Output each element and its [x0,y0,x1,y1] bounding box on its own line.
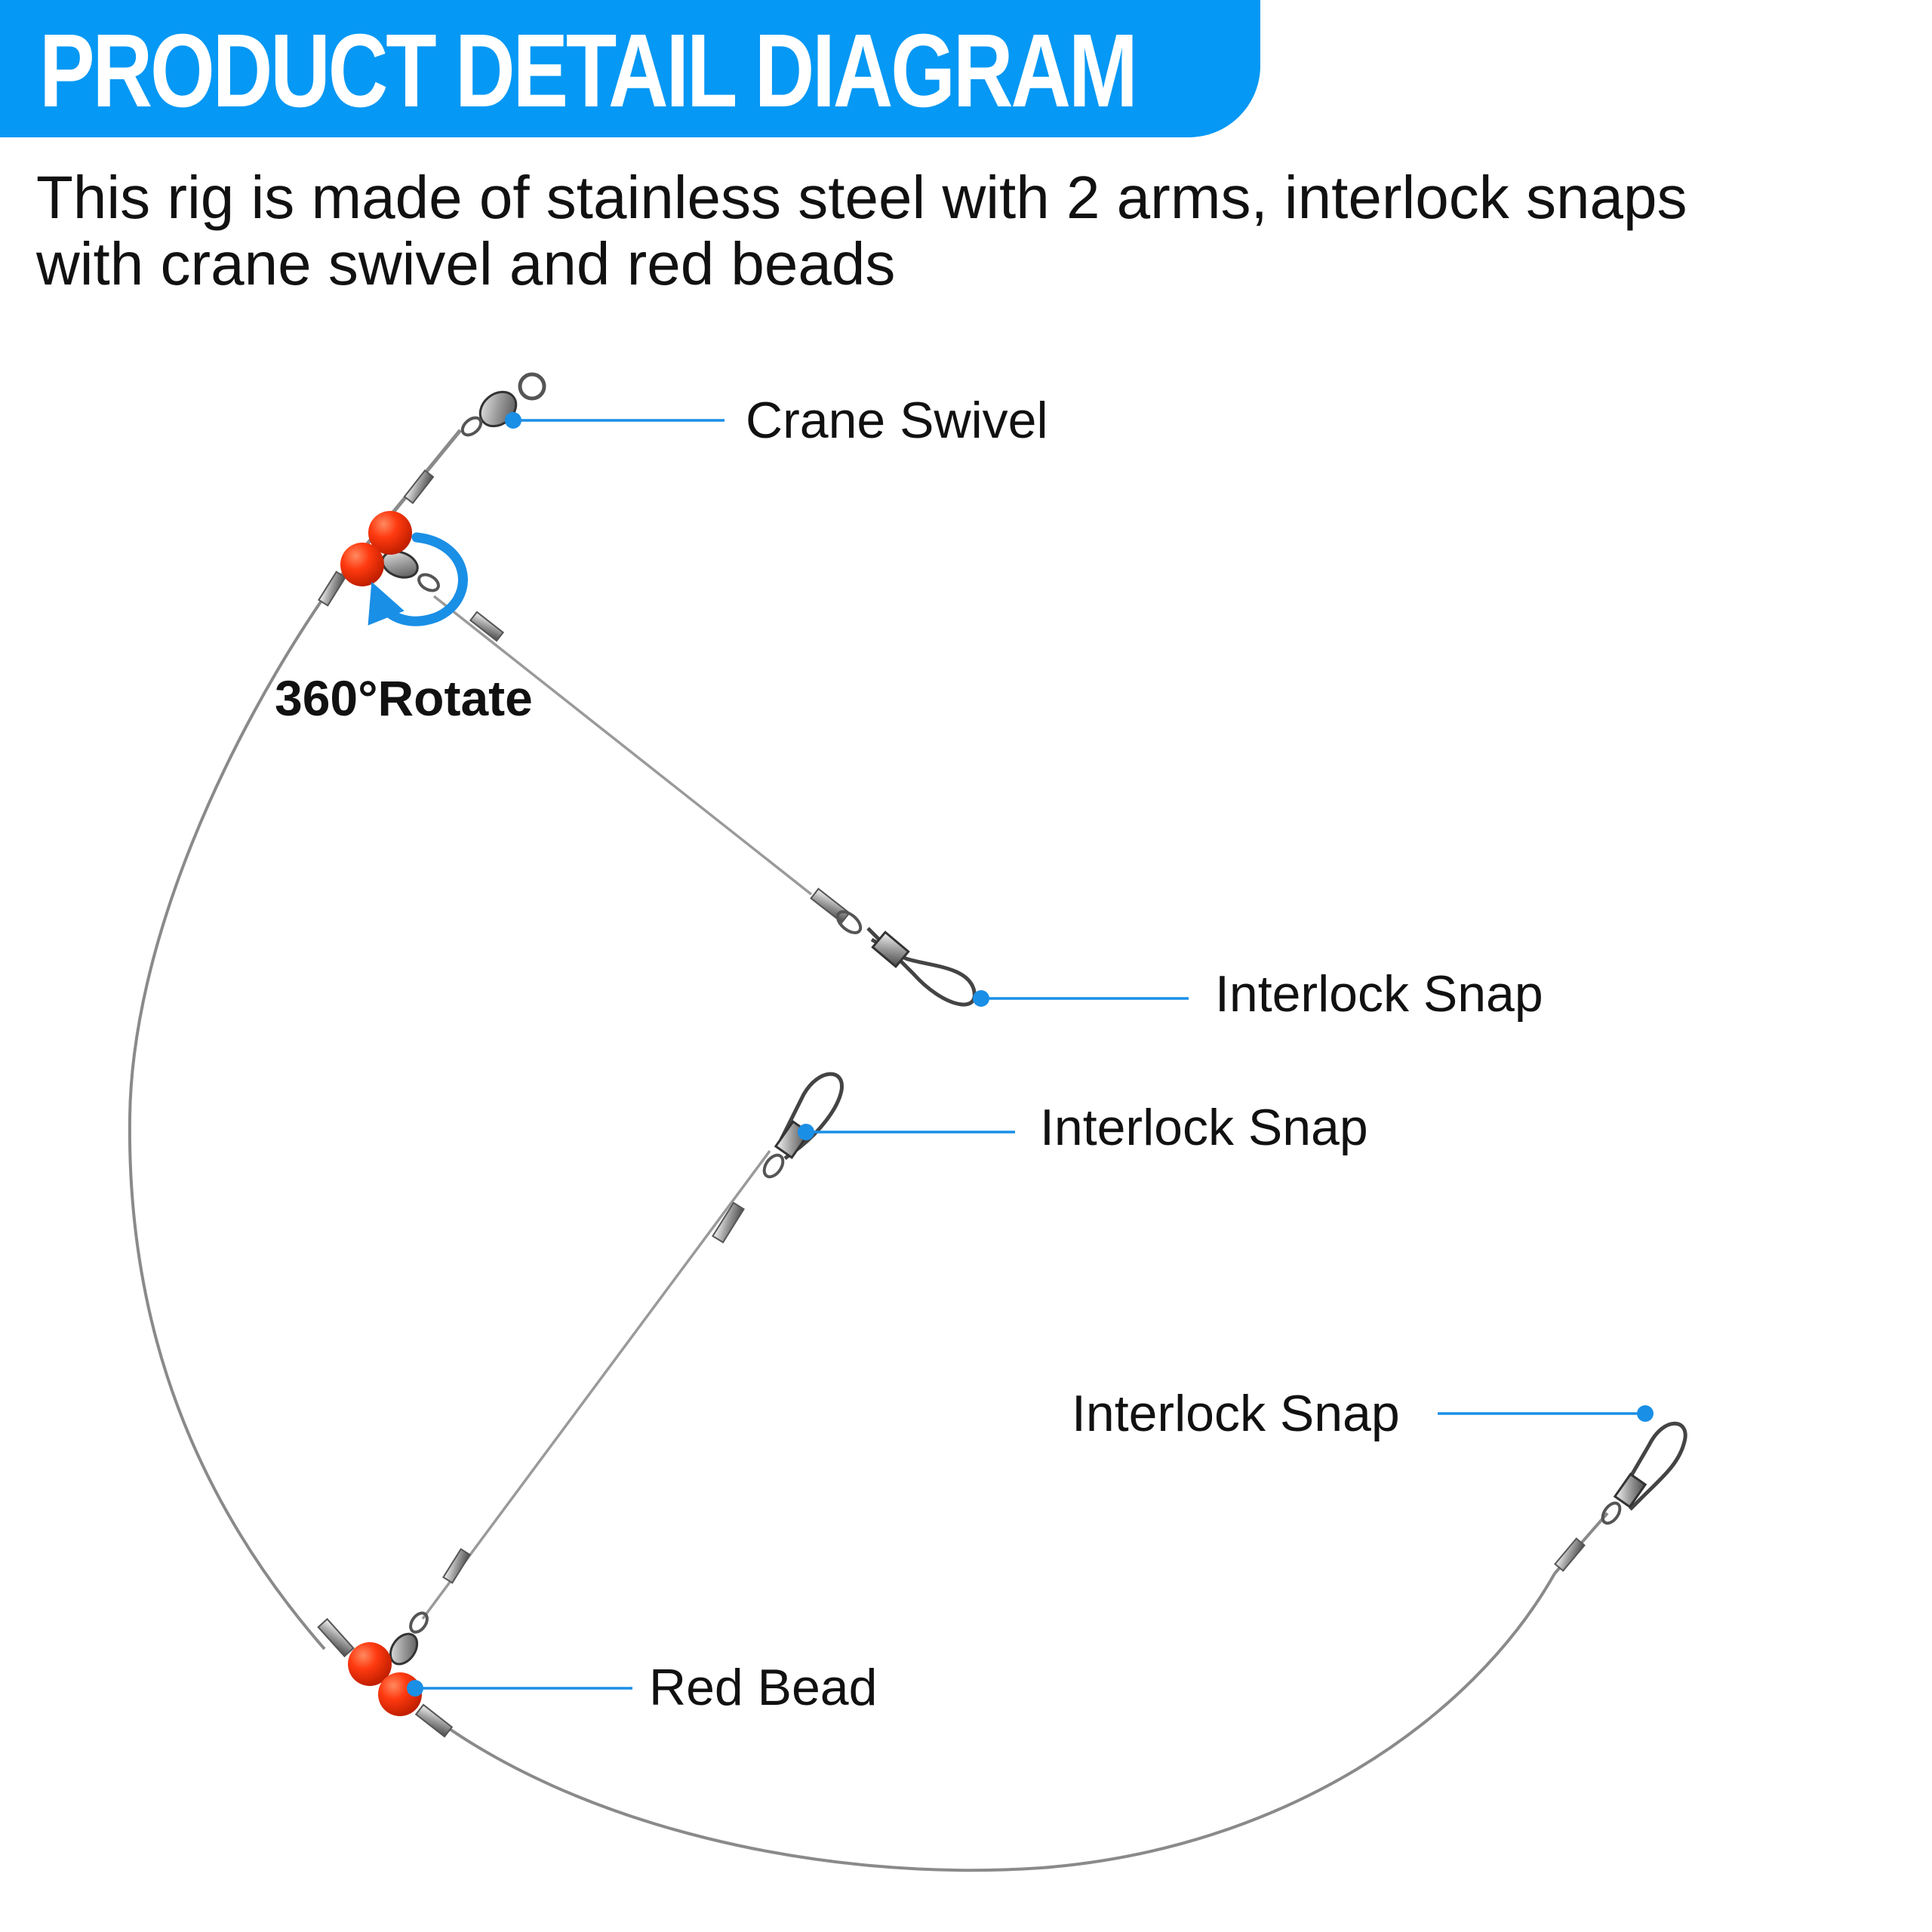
crimp-sleeve [317,1617,355,1658]
page-title: PRODUCT DETAIL DIAGRAM [39,13,1138,129]
crane-swivel [460,372,546,437]
red-bead [348,1642,392,1686]
rotate-arrow-icon [368,532,468,626]
crimp-sleeve [810,888,851,924]
crimp-sleeve [442,1548,471,1584]
interlock-snap-upper-label: Interlock Snap [1215,965,1543,1023]
crimp-sleeve [1554,1537,1586,1572]
title-banner: PRODUCT DETAIL DIAGRAM [0,0,1260,137]
crane-swivel-label: Crane Swivel [746,392,1048,449]
red-bead-dot [407,1680,423,1697]
middle-arm-wire [421,1149,771,1620]
red-bead-label: Red Bead [649,1659,877,1716]
interlock-snap-lower-label: Interlock Snap [1072,1385,1400,1442]
bottom-swivel [389,1611,429,1666]
crane-swivel-dot [505,412,521,429]
crimp-sleeve [712,1201,745,1244]
interlock-snap-middle-label: Interlock Snap [1040,1099,1368,1156]
upper-arm-wire [432,595,813,896]
lower-interlock-snap [1601,1421,1687,1525]
product-description: This rig is made of stainless steel with… [36,164,1687,297]
crimp-sleeve [414,1703,454,1738]
bottom-leader-wire [421,1573,1556,1872]
main-leader-wire [128,595,326,1651]
red-bead [340,543,384,586]
interlock-snap-middle-dot [798,1124,814,1140]
interlock-snap-lower-dot [1637,1405,1654,1422]
red-bead [368,511,412,555]
upper-interlock-snap [835,910,977,1007]
crimp-sleeve [469,611,505,642]
interlock-snap-upper-dot [973,990,989,1007]
rotate-label: 360°Rotate [275,670,533,726]
crimp-sleeve [403,469,435,505]
crimp-sleeve [318,571,346,607]
